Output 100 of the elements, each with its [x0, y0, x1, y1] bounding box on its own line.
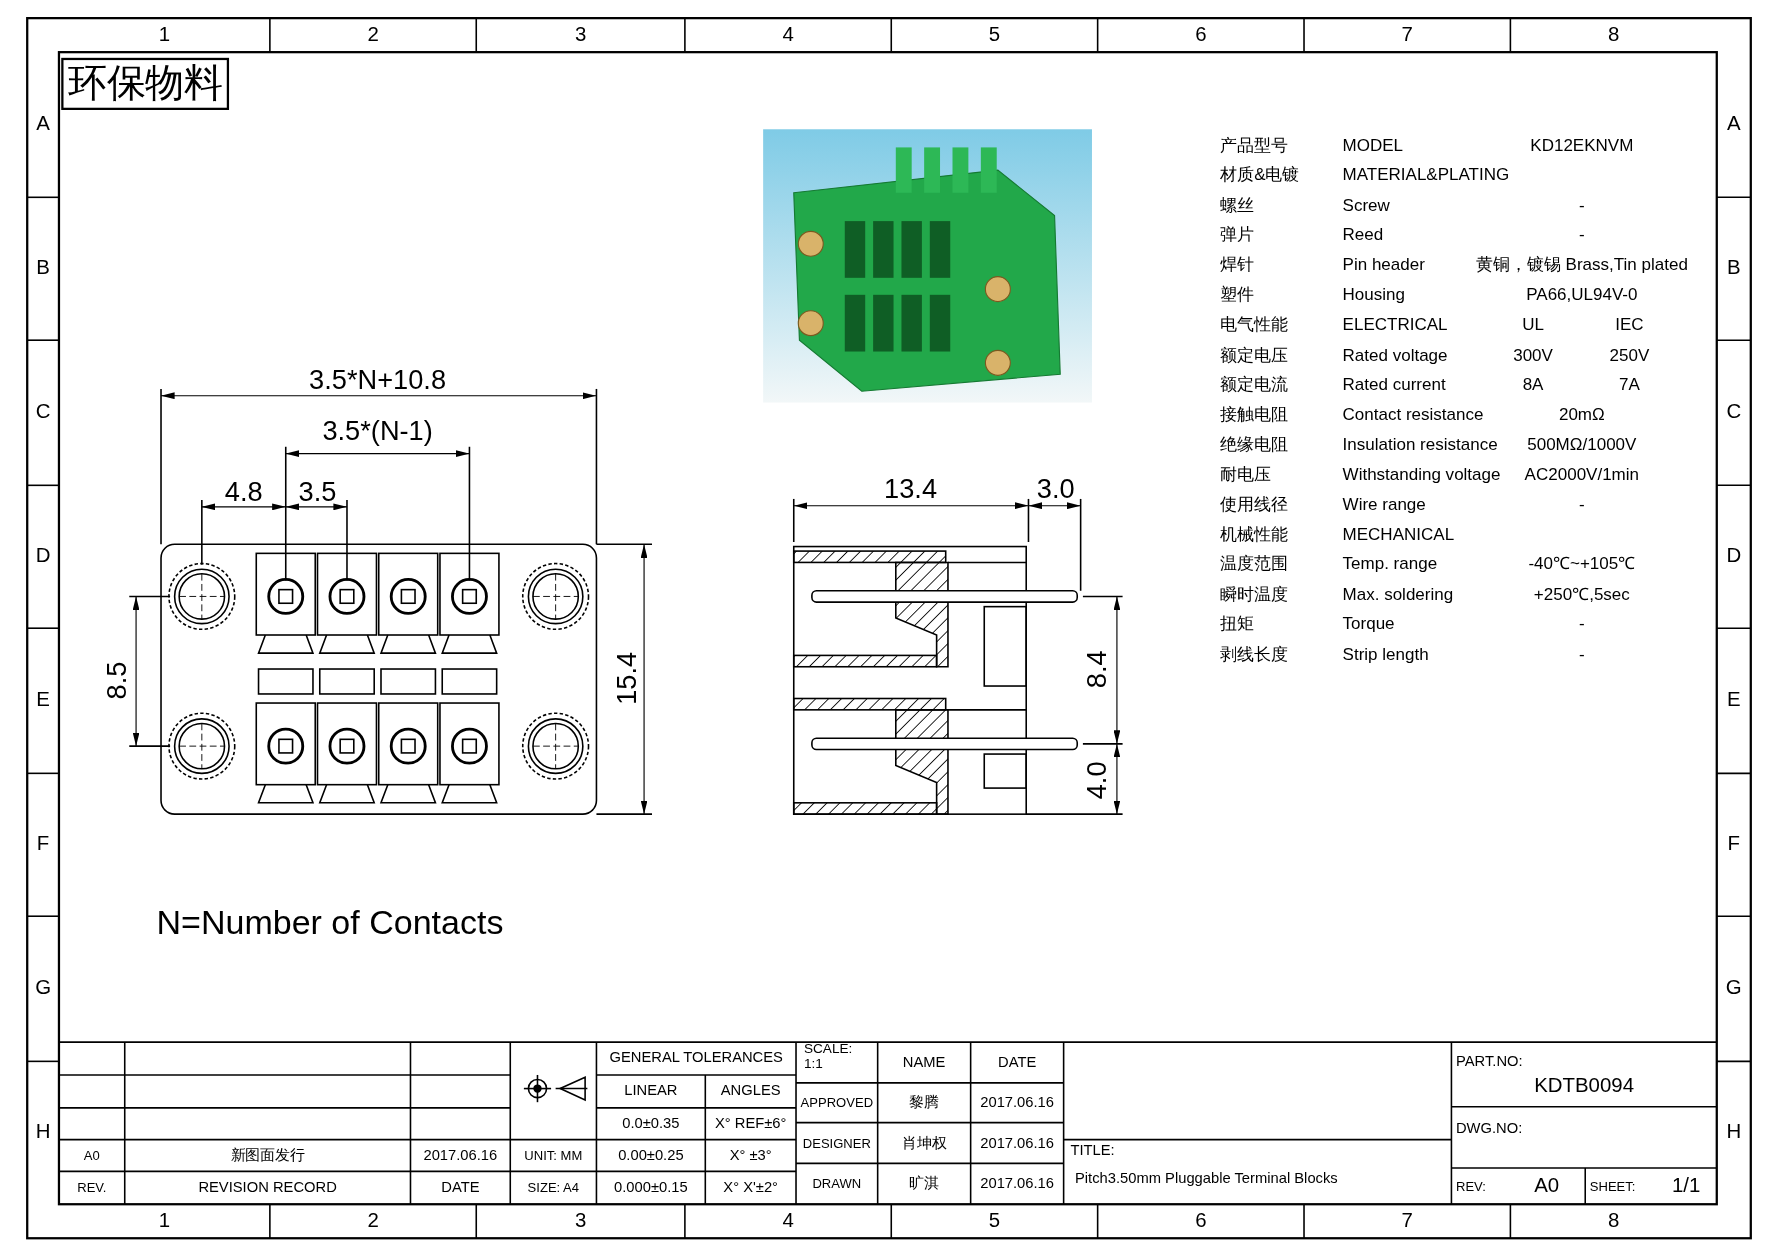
spec-value: AC2000V/1min — [1524, 465, 1640, 484]
spec-label: Housing — [1342, 285, 1405, 305]
spec-value: - — [1579, 614, 1585, 634]
title-block-label: 0.0±0.35 — [622, 1115, 680, 1132]
grid-reference: 1 — [158, 1210, 171, 1233]
grid-reference: 3 — [574, 23, 587, 47]
title-block-label: 黎腾 — [909, 1094, 939, 1111]
dimension-value: 4.0 — [1082, 761, 1113, 800]
grid-reference: C — [35, 401, 51, 424]
spec-value: UL — [1522, 315, 1544, 335]
spec-value: 黄铜，镀锡 Brass,Tin plated — [1475, 255, 1688, 275]
title-block-label: LINEAR — [624, 1083, 678, 1100]
title-block-label: GENERAL TOLERANCES — [609, 1050, 783, 1067]
spec-value: 20mΩ — [1558, 405, 1605, 424]
spec-label: 额定电流 — [1220, 375, 1289, 394]
spec-label: Max. soldering — [1342, 584, 1454, 604]
spec-value: - — [1579, 644, 1585, 664]
spec-label: 接触电阻 — [1220, 405, 1289, 424]
grid-reference: E — [36, 689, 50, 712]
title-block-label: 2017.06.16 — [423, 1147, 498, 1164]
title-block-value: A0 — [1534, 1174, 1560, 1198]
spec-label: 剥线长度 — [1220, 644, 1289, 664]
grid-reference: E — [1726, 689, 1741, 712]
title-block-label: 2017.06.16 — [980, 1175, 1054, 1192]
title-block-label: SHEET: — [1589, 1178, 1636, 1194]
dimension-value: 15.4 — [612, 651, 643, 705]
title-block-label: X° REF±6° — [714, 1115, 787, 1132]
spec-label: MODEL — [1342, 135, 1404, 155]
grid-reference: 3 — [574, 1210, 587, 1233]
grid-reference: 6 — [1195, 23, 1207, 47]
material-stamp: 环保物料 — [61, 58, 230, 110]
grid-reference: D — [1726, 545, 1742, 568]
dimension-value: 3.5*N+10.8 — [309, 364, 447, 395]
spec-label: Torque — [1342, 614, 1395, 634]
spec-label: Strip length — [1342, 644, 1429, 664]
grid-reference: A — [36, 113, 50, 136]
grid-reference: B — [1726, 257, 1741, 280]
grid-reference: A — [1726, 113, 1741, 136]
note-text: N=Number of Contacts — [156, 903, 504, 941]
grid-reference: H — [1726, 1121, 1742, 1144]
dimension-value: 3.5*(N-1) — [322, 415, 433, 446]
grid-reference: F — [1727, 833, 1740, 856]
spec-value: +250℃,5sec — [1533, 584, 1630, 604]
spec-label: Wire range — [1342, 495, 1426, 514]
title-block-label: 新图面发行 — [230, 1147, 305, 1164]
title-block-label: DWG.NO: — [1455, 1120, 1523, 1137]
spec-value: 7A — [1619, 375, 1640, 394]
title-block-label: SIZE: A4 — [527, 1180, 580, 1195]
title-block-value: KDTB0094 — [1534, 1075, 1635, 1098]
spec-label: 塑件 — [1220, 285, 1255, 305]
dimension-value: 4.8 — [224, 477, 263, 508]
spec-value: - — [1579, 195, 1585, 215]
grid-reference: 5 — [988, 23, 1001, 47]
spec-label: 温度范围 — [1220, 554, 1289, 574]
spec-label: 材质&电镀 — [1220, 165, 1300, 185]
spec-label: Withstanding voltage — [1342, 465, 1501, 484]
title-block-label: REV: — [1455, 1178, 1486, 1194]
grid-reference: G — [35, 977, 52, 1000]
spec-label: 使用线径 — [1220, 495, 1289, 514]
spec-label: Insulation resistance — [1342, 435, 1498, 454]
title-block-label: REV. — [77, 1180, 107, 1195]
title-block-label: 旷淇 — [909, 1175, 939, 1192]
title-block-label: Pitch3.50mm Pluggable Terminal Blocks — [1074, 1170, 1338, 1187]
spec-value: 300V — [1513, 345, 1553, 365]
grid-reference: 5 — [988, 1210, 1001, 1233]
title-block-label: TITLE: — [1070, 1142, 1115, 1160]
spec-label: ELECTRICAL — [1342, 315, 1448, 335]
dimension-value: 3.0 — [1036, 473, 1075, 504]
spec-value: 250V — [1609, 345, 1650, 365]
spec-label: 产品型号 — [1220, 135, 1289, 155]
grid-reference: 4 — [782, 1210, 794, 1233]
spec-label: 螺丝 — [1220, 195, 1255, 215]
spec-label: Rated current — [1342, 375, 1446, 394]
title-block-label: X° ±3° — [729, 1147, 772, 1164]
title-block-label: 0.00±0.25 — [618, 1147, 684, 1164]
grid-reference: B — [36, 257, 50, 280]
spec-label: MATERIAL&PLATING — [1342, 165, 1510, 185]
spec-label: 弹片 — [1220, 225, 1255, 245]
spec-value: - — [1579, 225, 1585, 245]
title-block-label: UNIT: MM — [524, 1148, 583, 1163]
spec-value: KD12EKNVM — [1530, 135, 1634, 155]
grid-reference: 4 — [782, 23, 794, 47]
grid-reference: 7 — [1401, 1210, 1413, 1233]
title-block-label: 2017.06.16 — [980, 1134, 1054, 1152]
spec-value: 500MΩ/1000V — [1527, 435, 1637, 454]
title-block-label: DATE — [441, 1179, 480, 1196]
grid-reference: D — [35, 545, 51, 568]
spec-label: MECHANICAL — [1342, 524, 1455, 544]
dimension-value: 8.5 — [102, 661, 133, 700]
grid-reference: 6 — [1195, 1210, 1207, 1233]
dimension-value: 13.4 — [884, 473, 938, 504]
spec-value: IEC — [1615, 315, 1644, 335]
title-block-label: 2017.06.16 — [980, 1094, 1054, 1111]
spec-label: 耐电压 — [1220, 465, 1272, 484]
spec-label: 焊针 — [1220, 255, 1255, 275]
spec-value: - — [1579, 495, 1585, 514]
spec-label: 瞬时温度 — [1220, 584, 1289, 604]
title-block-label: 肖坤权 — [902, 1134, 947, 1152]
title-block-value: 1/1 — [1671, 1174, 1701, 1198]
dimension-value: 3.5 — [298, 477, 337, 508]
